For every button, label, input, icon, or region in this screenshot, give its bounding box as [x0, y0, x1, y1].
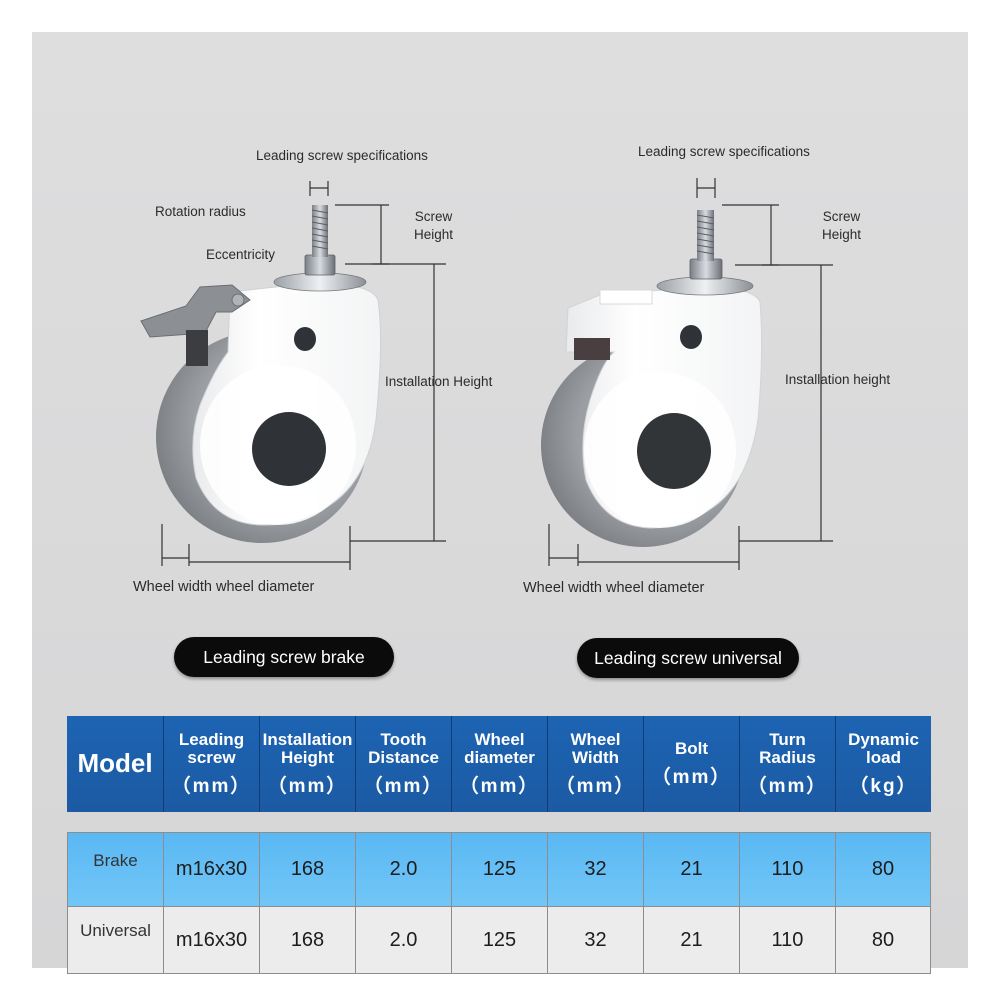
table-cell: 168 — [260, 907, 356, 974]
brake-caster-illustration — [140, 205, 382, 543]
table-row-brake: Brake m16x30 168 2.0 125 32 21 110 80 — [67, 832, 931, 907]
header-dynamic-load: Dynamic load（kg） — [836, 716, 931, 812]
eccentricity-label: Eccentricity — [206, 247, 276, 262]
header-wheel-width: Wheel Width（mm） — [548, 716, 644, 812]
header-tooth-distance: Tooth Distance（mm） — [356, 716, 452, 812]
table-cell: 110 — [740, 832, 836, 907]
brake-pedal — [140, 284, 251, 338]
universal-screw-height-label: Screw Height — [822, 209, 862, 243]
table-cell: 32 — [548, 907, 644, 974]
header-installation-height: Installation Height（mm） — [260, 716, 356, 812]
table-cell: 168 — [260, 832, 356, 907]
brake-wheel-width-diameter-label: Wheel width wheel diameter — [133, 579, 315, 595]
table-cell: 2.0 — [356, 832, 452, 907]
table-cell: 2.0 — [356, 907, 452, 974]
table-cell: m16x30 — [164, 832, 260, 907]
header-wheel-diameter: Wheel diameter（mm） — [452, 716, 548, 812]
universal-wheel-width-diameter-label: Wheel width wheel diameter — [523, 580, 705, 596]
universal-leading-screw-spec-label: Leading screw specifications — [638, 144, 810, 159]
universal-installation-height-label: Installation height — [785, 372, 891, 387]
brake-installation-height-label: Installation Height — [385, 374, 493, 389]
header-model: Model — [67, 716, 164, 812]
brake-wheel-hub — [252, 412, 326, 486]
table-cell: 125 — [452, 907, 548, 974]
table-cell: 125 — [452, 832, 548, 907]
table-cell: Universal — [67, 907, 164, 974]
table-cell: 80 — [836, 832, 931, 907]
table-cell: Brake — [67, 832, 164, 907]
universal-caster-illustration — [541, 210, 763, 547]
brake-screw-height-label: Screw Height — [414, 209, 454, 243]
table-cell: 80 — [836, 907, 931, 974]
universal-wheel-hub — [637, 413, 711, 489]
brake-dimension-lines — [161, 181, 446, 570]
table-cell: 21 — [644, 832, 740, 907]
table-cell: 110 — [740, 907, 836, 974]
brake-caption-pill: Leading screw brake — [174, 637, 394, 677]
rotation-radius-label: Rotation radius — [155, 204, 246, 219]
universal-dimension-lines — [548, 178, 833, 570]
table-cell: 32 — [548, 832, 644, 907]
universal-caption-pill: Leading screw universal — [577, 638, 799, 678]
table-row-universal: Universal m16x30 168 2.0 125 32 21 110 8… — [67, 907, 931, 974]
header-bolt: Bolt（mm） — [644, 716, 740, 812]
brake-leading-screw-spec-label: Leading screw specifications — [256, 148, 428, 163]
header-leading-screw: Leading screw（mm） — [164, 716, 260, 812]
spec-table-header: Model Leading screw（mm） Installation Hei… — [67, 716, 931, 812]
table-cell: 21 — [644, 907, 740, 974]
table-cell: m16x30 — [164, 907, 260, 974]
spec-table: Model Leading screw（mm） Installation Hei… — [67, 716, 931, 974]
header-turn-radius: Turn Radius（mm） — [740, 716, 836, 812]
